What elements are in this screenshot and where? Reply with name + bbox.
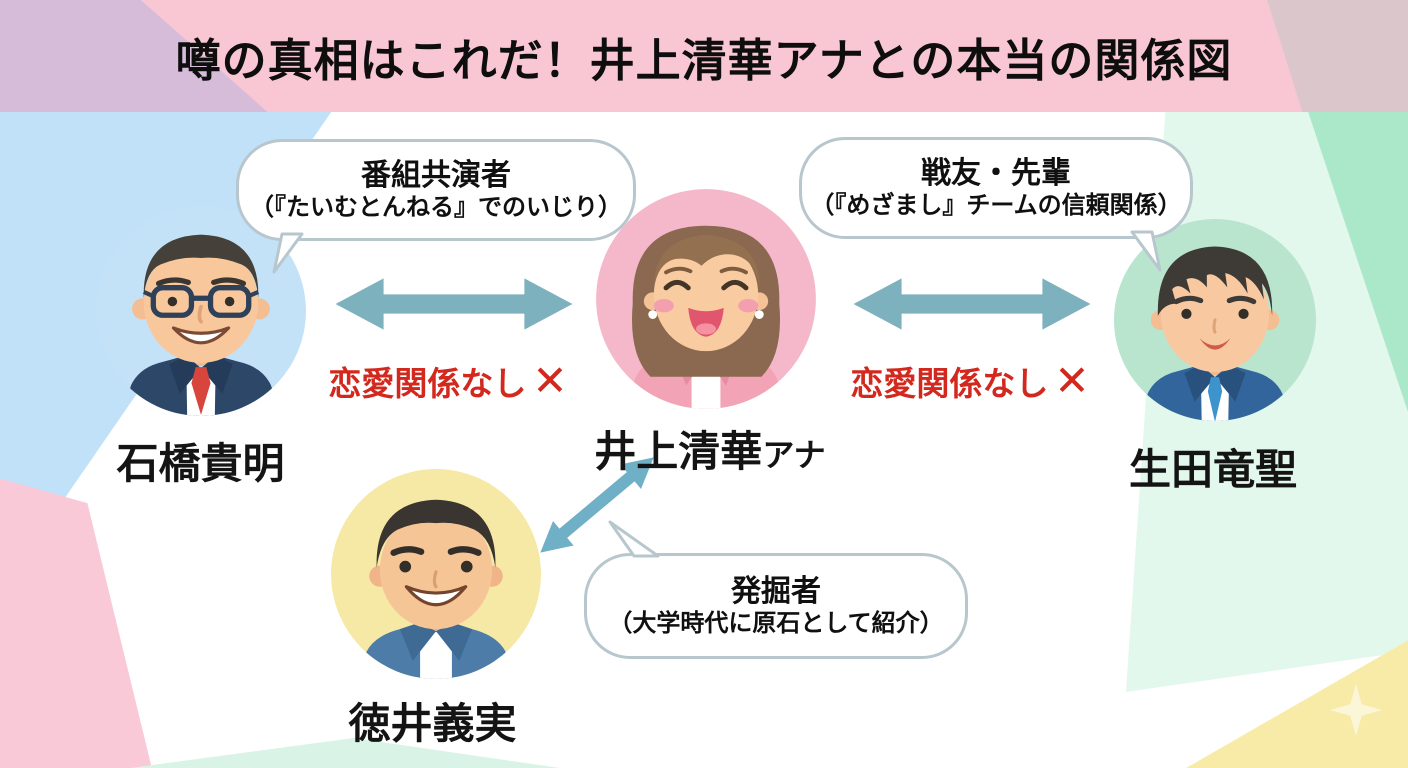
bubble-tail-icon (1130, 230, 1162, 272)
cross-mark-icon: ✕ (1054, 357, 1090, 404)
arrow-inoue-ikuta-icon (853, 278, 1091, 330)
header: 噂の真相はこれだ！井上清華アナとの本当の関係図 (0, 0, 1408, 112)
bubble-title: 戦友・先輩 (921, 157, 1071, 191)
person-name-main: 井上清華 (594, 428, 763, 475)
bubble-title: 番組共演者 (361, 159, 511, 193)
bubble-subtitle: （『たいむとんねる』でのいじり） (250, 193, 622, 221)
bg-shape-pink (0, 478, 152, 768)
bubble-subtitle: （『めざまし』チームの信頼関係） (810, 191, 1182, 219)
person-name-inoue: 井上清華アナ (555, 418, 865, 479)
person-name-ishibashi: 石橋貴明 (116, 440, 285, 487)
page-title: 噂の真相はこれだ！井上清華アナとの本当の関係図 (175, 34, 1233, 86)
bubble-title: 発掘者 (731, 575, 821, 609)
arrow-ishibashi-inoue-icon (335, 278, 573, 330)
bubble-ikuta-relation: 戦友・先輩 （『めざまし』チームの信頼関係） (799, 137, 1193, 239)
person-name-suffix: アナ (762, 437, 826, 473)
bg-shape-yellow (1150, 640, 1408, 768)
arrow-tokui-inoue-icon (540, 457, 654, 553)
person-name-tokui: 徳井義実 (348, 700, 517, 747)
cross-mark-icon: ✕ (532, 357, 568, 404)
avatar-tokui-icon (330, 468, 542, 680)
no-romance-text: 恋愛関係なし (328, 364, 527, 402)
avatar-inoue-icon (595, 188, 817, 410)
bubble-tokui-relation: 発掘者 （大学時代に原石として紹介） (584, 553, 968, 659)
no-romance-text: 恋愛関係なし (850, 364, 1049, 402)
sparkle-icon (1330, 684, 1382, 736)
bubble-subtitle: （大学時代に原石として紹介） (608, 609, 944, 637)
person-name-ikuta: 生田竜聖 (1128, 446, 1297, 493)
bubble-ishibashi-relation: 番組共演者 （『たいむとんねる』でのいじり） (236, 139, 636, 241)
no-romance-label-right: 恋愛関係なし ✕ (830, 356, 1110, 405)
no-romance-label-left: 恋愛関係なし ✕ (312, 356, 584, 405)
bubble-tail-icon (272, 232, 304, 274)
bubble-tail-icon (608, 520, 660, 558)
